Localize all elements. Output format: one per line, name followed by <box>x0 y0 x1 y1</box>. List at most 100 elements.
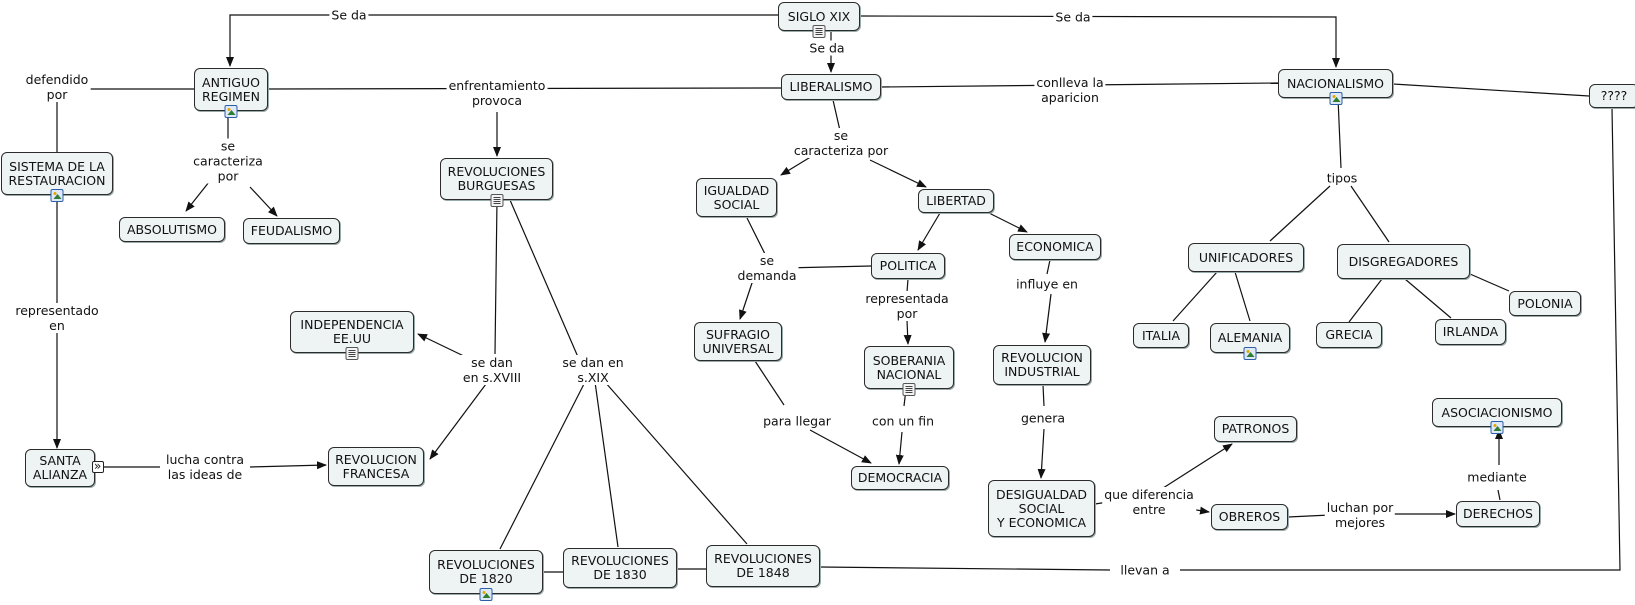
node-sufragio-universal[interactable]: SUFRAGIO UNIVERSAL <box>694 322 782 361</box>
node-liberalismo[interactable]: LIBERALISMO <box>781 74 881 100</box>
link-label-se-dan-xix: se dan en s.XIX <box>560 355 626 385</box>
node-absolutismo[interactable]: ABSOLUTISMO <box>119 217 225 242</box>
node-desigualdad[interactable]: DESIGUALDAD SOCIAL Y ECONOMICA <box>988 480 1095 537</box>
link-label-representada-por: representada por <box>863 291 951 321</box>
link-label-que-diferencia-entre: que diferencia entre <box>1102 487 1196 517</box>
node-soberania-nacional[interactable]: SOBERANIA NACIONAL <box>864 346 954 396</box>
node-unificadores[interactable]: UNIFICADORES <box>1188 243 1304 272</box>
node-revoluciones-1820[interactable]: REVOLUCIONES DE 1820 <box>429 550 543 601</box>
link-label-se-da-center: Se da <box>807 40 847 56</box>
node-revolucion-industrial[interactable]: REVOLUCION INDUSTRIAL <box>993 345 1091 385</box>
image-icon[interactable] <box>224 105 238 118</box>
link-label-influye-en: influye en <box>1014 276 1080 292</box>
connector-37 <box>499 381 586 550</box>
node-revolucion-francesa[interactable]: REVOLUCION FRANCESA <box>328 447 424 486</box>
link-label-representado-en: representado en <box>13 303 101 333</box>
link-label-llevan-a: llevan a <box>1118 562 1172 578</box>
link-label-se-caracteriza-por-2: se caracteriza por <box>791 128 891 158</box>
node-independencia-eeuu[interactable]: INDEPENDENCIA EE.UU <box>290 311 414 360</box>
link-label-lucha-contra: lucha contra las ideas de <box>164 452 246 482</box>
connector-9 <box>1392 83 1590 97</box>
connector-12 <box>249 186 278 217</box>
connector-50 <box>1159 443 1233 491</box>
connector-41 <box>249 461 327 470</box>
node-polonia[interactable]: POLONIA <box>1509 291 1581 316</box>
link-label-enfrentamiento-provoca: enfrentamiento provoca <box>446 78 548 108</box>
document-icon[interactable] <box>812 25 826 38</box>
connector-29 <box>906 278 909 293</box>
link-label-tipos: tipos <box>1324 170 1360 186</box>
document-icon[interactable] <box>490 194 503 207</box>
connector-27 <box>917 212 941 251</box>
link-icon[interactable] <box>92 458 104 474</box>
connector-36 <box>509 199 579 358</box>
connector-53 <box>1497 489 1501 501</box>
node-obreros[interactable]: OBREROS <box>1211 504 1288 530</box>
connector-31 <box>1046 259 1051 275</box>
document-icon[interactable] <box>345 347 359 360</box>
connector-55 <box>819 566 1111 571</box>
connector-22 <box>1404 278 1452 319</box>
connector-46 <box>1042 384 1045 407</box>
connector-39 <box>604 381 748 545</box>
connector-43 <box>809 429 872 464</box>
node-grecia[interactable]: GRECIA <box>1316 322 1382 348</box>
node-alemania[interactable]: ALEMANIA <box>1210 323 1290 360</box>
connector-20 <box>1234 271 1251 322</box>
document-icon[interactable] <box>902 383 916 396</box>
link-label-se-da-right: Se da <box>1053 9 1093 25</box>
connector-33 <box>494 199 498 355</box>
image-icon[interactable] <box>50 189 64 202</box>
node-nacionalismo[interactable]: NACIONALISMO <box>1278 69 1393 105</box>
connector-25 <box>783 265 872 269</box>
link-label-mediante: mediante <box>1465 469 1529 485</box>
node-libertad[interactable]: LIBERTAD <box>918 189 994 213</box>
link-label-para-llegar: para llegar <box>761 413 833 429</box>
node-disgregadores[interactable]: DISGREGADORES <box>1337 244 1470 279</box>
image-icon[interactable] <box>1243 347 1257 360</box>
node-antiguo-regimen[interactable]: ANTIGUO REGIMEN <box>194 68 268 118</box>
node-sistema-restauracion[interactable]: SISTEMA DE LA RESTAURACION <box>1 152 113 202</box>
connector-35 <box>417 333 471 360</box>
node-irlanda[interactable]: IRLANDA <box>1435 319 1506 345</box>
node-igualdad-social[interactable]: IGUALDAD SOCIAL <box>696 178 777 217</box>
link-label-luchan-por-mejores: luchan por mejores <box>1324 500 1396 530</box>
connector-34 <box>429 383 487 460</box>
node-santa-alianza[interactable]: SANTA ALIANZA <box>25 449 104 487</box>
connector-18 <box>1350 185 1390 243</box>
connector-28 <box>988 212 1028 233</box>
connector-47 <box>1037 428 1046 479</box>
node-revoluciones-1848[interactable]: REVOLUCIONES DE 1848 <box>706 545 820 587</box>
node-politica[interactable]: POLITICA <box>871 253 945 279</box>
node-patronos[interactable]: PATRONOS <box>1214 416 1297 442</box>
connector-21 <box>1348 278 1383 323</box>
connector-16 <box>1337 97 1342 169</box>
node-italia[interactable]: ITALIA <box>1133 323 1189 348</box>
image-icon[interactable] <box>479 588 493 601</box>
node-asociacionismo[interactable]: ASOCIACIONISMO <box>1432 398 1562 434</box>
node-derechos[interactable]: DERECHOS <box>1456 501 1540 527</box>
link-label-se-dan-xviii: se dan en s.XVIII <box>460 355 524 385</box>
node-siglo-xix[interactable]: SIGLO XIX <box>778 2 860 38</box>
connector-38 <box>594 381 619 548</box>
node-democracia[interactable]: DEMOCRACIA <box>851 466 949 490</box>
connector-26 <box>739 279 754 320</box>
image-icon[interactable] <box>1490 421 1504 434</box>
node-feudalismo[interactable]: FEUDALISMO <box>243 218 340 244</box>
link-label-genera: genera <box>1018 410 1068 426</box>
connector-17 <box>1269 185 1331 242</box>
connector-30 <box>903 319 912 345</box>
image-icon[interactable] <box>1329 92 1342 105</box>
node-revoluciones-1830[interactable]: REVOLUCIONES DE 1830 <box>563 548 677 588</box>
link-label-con-un-fin: con un fin <box>869 413 937 429</box>
connector-51 <box>1287 514 1331 518</box>
node-economica[interactable]: ECONOMICA <box>1009 234 1101 260</box>
node-revoluciones-burguesas[interactable]: REVOLUCIONES BURGUESAS <box>440 158 553 207</box>
connector-1 <box>859 15 1340 68</box>
link-label-defendido-por: defendido por <box>23 72 91 102</box>
connector-15 <box>869 159 927 188</box>
link-label-se-da-left: Se da <box>329 7 369 23</box>
connector-0 <box>226 14 778 67</box>
node-question[interactable]: ???? <box>1589 84 1635 108</box>
link-label-se-caracteriza-por-1: se caracteriza por <box>191 138 265 184</box>
